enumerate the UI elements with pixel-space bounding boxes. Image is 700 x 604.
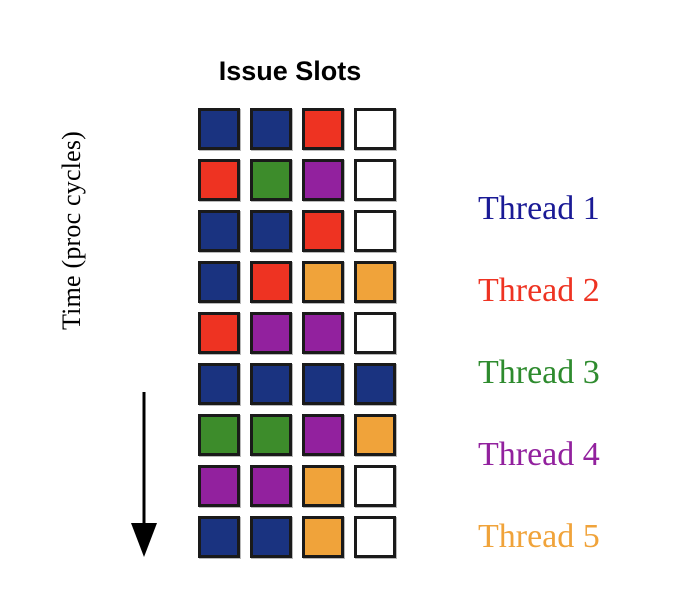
page-title: Issue Slots (218, 56, 362, 86)
issue-slot-cell (354, 516, 396, 558)
issue-slot-cell (250, 465, 292, 507)
issue-slot-cell (354, 210, 396, 252)
issue-slot-cell (354, 465, 396, 507)
issue-slot-cell (302, 465, 344, 507)
issue-slot-cell (250, 414, 292, 456)
issue-slot-cell (354, 363, 396, 405)
issue-slot-cell (250, 516, 292, 558)
issue-slot-cell (198, 159, 240, 201)
issue-slot-cell (250, 159, 292, 201)
issue-slot-cell (250, 312, 292, 354)
issue-slot-cell (354, 159, 396, 201)
issue-slot-cell (198, 363, 240, 405)
issue-slot-cell (198, 312, 240, 354)
issue-slot-grid (198, 108, 396, 558)
issue-slot-cell (354, 312, 396, 354)
thread-legend: Thread 1 Thread 2 Thread 3 Thread 4 Thread 5 (478, 168, 678, 578)
issue-slot-cell (302, 261, 344, 303)
issue-slot-cell (354, 261, 396, 303)
issue-slot-cell (302, 210, 344, 252)
issue-slot-cell (198, 261, 240, 303)
issue-slot-cell (302, 516, 344, 558)
legend-item-thread-5: Thread 5 (478, 518, 600, 555)
issue-slot-cell (302, 414, 344, 456)
issue-slot-cell (302, 108, 344, 150)
arrow-down-icon (131, 392, 157, 557)
issue-slot-cell (198, 108, 240, 150)
issue-slot-cell (354, 108, 396, 150)
issue-slot-cell (250, 363, 292, 405)
time-direction-arrow (126, 392, 162, 557)
issue-slot-cell (302, 159, 344, 201)
issue-slot-cell (250, 108, 292, 150)
issue-slot-cell (198, 516, 240, 558)
issue-slot-cell (250, 261, 292, 303)
legend-item-thread-3: Thread 3 (478, 354, 600, 391)
issue-slot-cell (198, 210, 240, 252)
y-axis-label: Time (proc cycles) (57, 130, 86, 330)
legend-item-thread-2: Thread 2 (478, 272, 600, 309)
issue-slot-cell (302, 363, 344, 405)
issue-slot-cell (250, 210, 292, 252)
issue-slot-cell (302, 312, 344, 354)
issue-slot-cell (354, 414, 396, 456)
issue-slot-cell (198, 414, 240, 456)
legend-item-thread-1: Thread 1 (478, 190, 600, 227)
legend-item-thread-4: Thread 4 (478, 436, 600, 473)
issue-slot-cell (198, 465, 240, 507)
